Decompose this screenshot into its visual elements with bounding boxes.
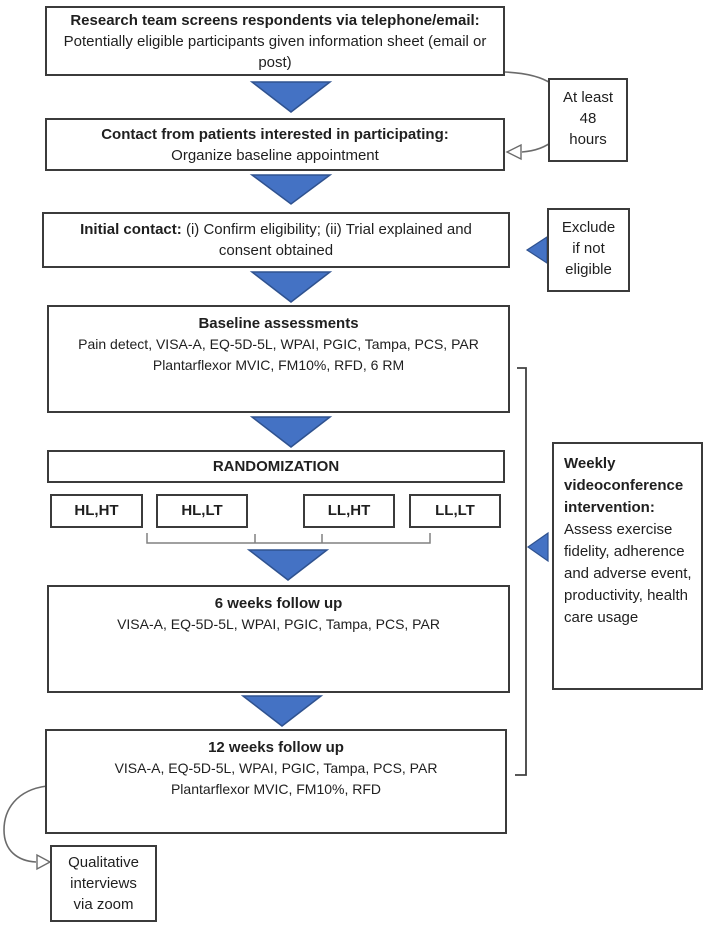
week6-title: 6 weeks follow up [214,595,343,612]
wait-line: 48 [579,110,597,127]
week12-measures-line: Plantarflexor MVIC, FM10%, RFD [170,781,382,797]
group-box-hl-lt: HL,LT [156,494,248,528]
weekly-title: Weekly videoconference intervention: [564,455,684,516]
exclude-left-arrow-icon [525,235,548,265]
group-box-ll-lt: LL,LT [409,494,501,528]
qualitative-line: Qualitative [68,854,139,871]
qualitative-line: interviews [70,875,137,892]
baseline-title: Baseline assessments [198,315,359,332]
side-box-weekly-videoconference: Weekly videoconference intervention: Ass… [552,442,703,690]
groups-gather-bracket [146,533,431,544]
flow-box-12-weeks-follow-up: 12 weeks follow up VISA-A, EQ-5D-5L, WPA… [45,729,507,834]
exclude-line: if not [572,240,605,257]
intervention-span-bracket [515,367,527,776]
week12-measures-line: VISA-A, EQ-5D-5L, WPAI, PGIC, Tampa, PCS… [114,760,438,776]
qualitative-connector-curve [3,785,48,863]
contact-title: Contact from patients interested in part… [101,126,449,143]
group-box-ll-ht: LL,HT [303,494,395,528]
exclude-line: Exclude [561,219,616,236]
flow-box-screening: Research team screens respondents via te… [45,6,505,76]
weekly-body: Assess exercise fidelity, adherence and … [564,521,692,626]
wait-line: At least [562,89,614,106]
flow-box-qualitative-interviews: Qualitative interviews via zoom [50,845,157,922]
flow-box-baseline-assessments: Baseline assessments Pain detect, VISA-A… [47,305,510,413]
flow-box-contact: Contact from patients interested in part… [45,118,505,171]
down-arrow-icon [246,549,330,581]
initial-body: (i) Confirm eligibility; (ii) Trial expl… [185,221,472,259]
group-box-hl-ht: HL,HT [50,494,143,528]
week12-title: 12 weeks follow up [208,739,344,756]
week6-measures-line: VISA-A, EQ-5D-5L, WPAI, PGIC, Tampa, PCS… [117,616,440,632]
qualitative-connector-arrowhead-icon [36,853,52,871]
baseline-measures-line: Plantarflexor MVIC, FM10%, RFD, 6 RM [152,357,405,373]
initial-title: Initial contact: [80,221,182,238]
flow-box-randomization: RANDOMIZATION [47,450,505,483]
screening-body: Potentially eligible participants given … [63,33,487,71]
down-arrow-icon [249,81,333,113]
screening-title: Research team screens respondents via te… [70,12,480,29]
wait-line: hours [569,131,607,148]
side-box-exclude: Exclude if not eligible [547,208,630,292]
contact-body: Organize baseline appointment [171,147,379,164]
wait-connector-arrowhead-icon [505,143,522,161]
down-arrow-icon [249,174,333,205]
baseline-measures-line: Pain detect, VISA-A, EQ-5D-5L, WPAI, PGI… [78,336,479,352]
flow-box-6-weeks-follow-up: 6 weeks follow up VISA-A, EQ-5D-5L, WPAI… [47,585,510,693]
side-box-wait-48-hours: At least 48 hours [548,78,628,162]
down-arrow-icon [249,416,333,448]
weekly-left-arrow-icon [526,531,549,563]
flow-box-initial-contact: Initial contact: (i) Confirm eligibility… [42,212,510,268]
down-arrow-icon [249,271,333,303]
down-arrow-icon [240,695,324,727]
exclude-line: eligible [565,261,612,278]
qualitative-line: via zoom [73,896,134,913]
